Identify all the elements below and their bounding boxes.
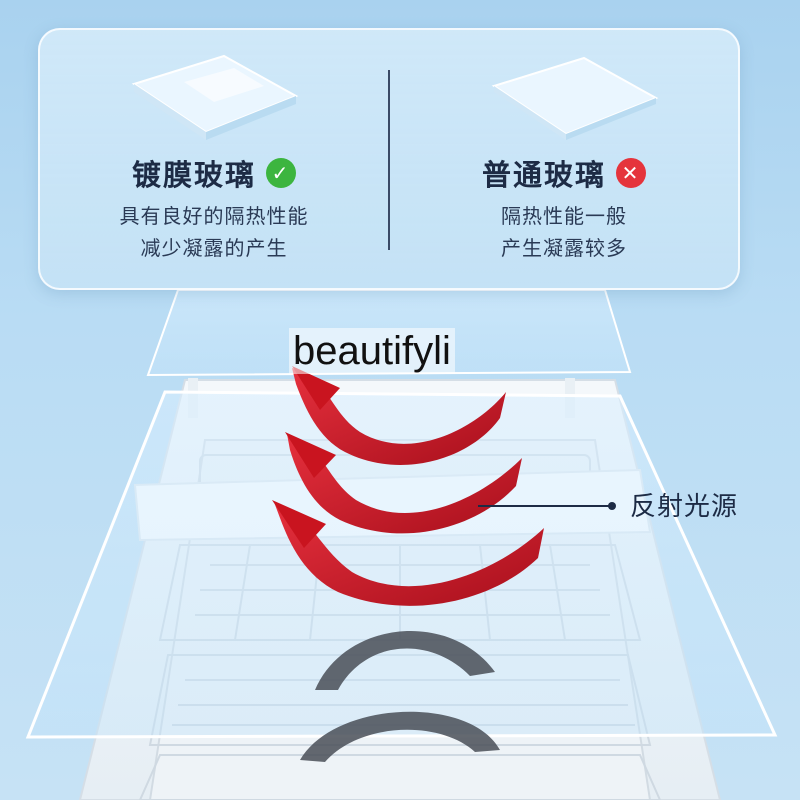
heat-arrow [292, 366, 506, 465]
coated-glass-title: 镀膜玻璃 ✓ [40, 152, 388, 194]
ordinary-glass-description: 隔热性能一般 产生凝露较多 [501, 204, 627, 260]
coated-glass-section: 镀膜玻璃 ✓ 具有良好的隔热性能 减少凝露的产生 [40, 30, 388, 288]
coated-glass-icon [131, 54, 299, 140]
reflection-shadow [300, 630, 500, 762]
check-icon: ✓ [266, 158, 296, 188]
ordinary-glass-title: 普通玻璃 ✕ [390, 152, 738, 194]
coated-glass-description: 具有良好的隔热性能 减少凝露的产生 [119, 204, 309, 260]
heat-arrows [272, 366, 544, 606]
glass-sheet [25, 390, 778, 739]
callout-pointer [478, 502, 616, 510]
ordinary-glass-section: 普通玻璃 ✕ 隔热性能一般 产生凝露较多 [390, 30, 738, 288]
heat-arrow [272, 500, 544, 606]
watermark: beautifyli [289, 328, 455, 374]
reflected-light-label: 反射光源 [630, 492, 739, 522]
heat-arrow [285, 432, 522, 534]
cross-icon: ✕ [616, 158, 646, 188]
ordinary-glass-icon [491, 56, 659, 140]
panel-divider [388, 70, 390, 250]
comparison-panel: 镀膜玻璃 ✓ 具有良好的隔热性能 减少凝露的产生 普通玻璃 ✕ 隔热性能一般 产… [38, 28, 740, 290]
